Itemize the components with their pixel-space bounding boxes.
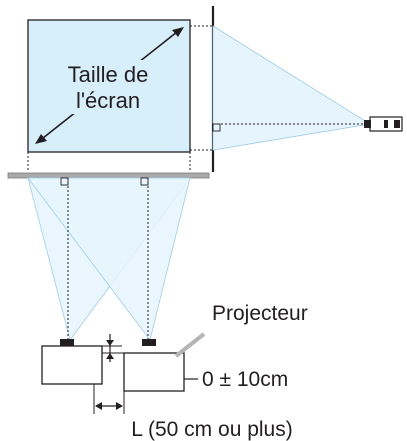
offset-arrow-up-icon <box>106 353 114 359</box>
arrow-head-bottom-icon <box>35 134 47 144</box>
side-beam <box>212 25 372 151</box>
projector-label: Projecteur <box>212 302 308 325</box>
screen-surface-bar <box>7 172 210 179</box>
left-right-angle <box>60 177 69 186</box>
screen-size-label-2: l'écran <box>76 88 140 113</box>
left-projector-icon <box>41 339 103 385</box>
right-projector-icon <box>123 339 185 392</box>
side-projector-icon <box>364 116 403 132</box>
distance-arrow-right-icon <box>116 402 123 410</box>
top-view: Projecteur 0 ± 10cm L (50 cm ou plus) <box>7 172 308 441</box>
right-right-angle <box>140 177 149 186</box>
side-right-angle <box>212 123 221 132</box>
vertical-offset-label: 0 ± 10cm <box>202 368 288 391</box>
offset-arrow-down-icon <box>106 340 114 346</box>
projector-leader-line <box>174 332 206 358</box>
screen-size-label-1: Taille de <box>68 62 149 87</box>
arrow-head-top-icon <box>172 27 184 37</box>
screen-label-bg <box>58 60 158 114</box>
distance-arrow-left-icon <box>95 402 102 410</box>
front-view: Taille de l'écran <box>27 6 403 172</box>
horizontal-distance-label: L (50 cm ou plus) <box>131 418 292 441</box>
